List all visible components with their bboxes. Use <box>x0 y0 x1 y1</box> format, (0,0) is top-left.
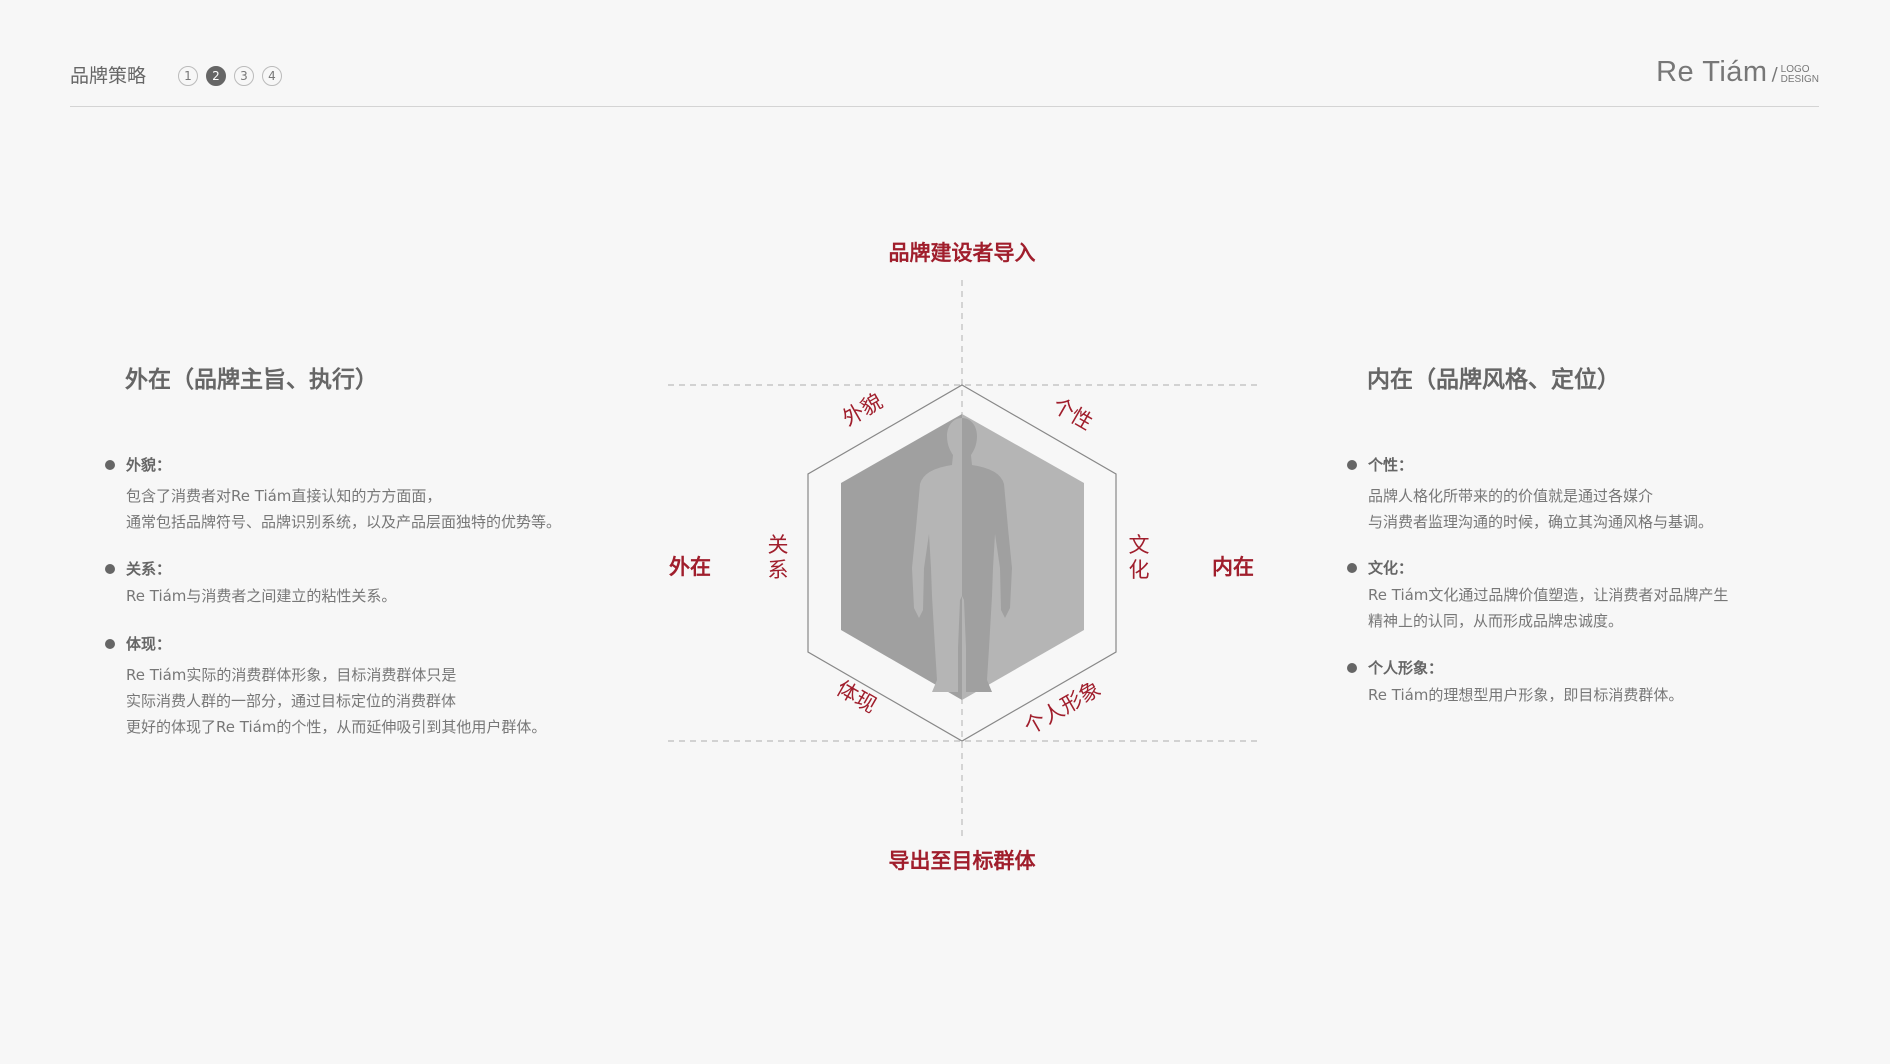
bullet-icon <box>105 639 115 649</box>
left-item-appearance: 外貌： 包含了消费者对Re Tiám直接认知的方方面面， 通常包括品牌符号、品牌… <box>105 455 561 535</box>
item-label: 外貌： <box>126 456 172 474</box>
right-heading: 内在（品牌风格、定位） <box>1367 367 1620 393</box>
bullet-icon <box>1347 563 1357 573</box>
diagram-top-label: 品牌建设者导入 <box>889 241 1036 265</box>
item-body: Re Tiám实际的消费群体形象，目标消费群体只是 实际消费人群的一部分，通过目… <box>126 662 546 740</box>
item-label: 个性： <box>1368 456 1414 474</box>
body-line: 包含了消费者对Re Tiám直接认知的方方面面， <box>126 487 442 505</box>
body-line: 品牌人格化所带来的的价值就是通过各媒介 <box>1368 487 1654 505</box>
right-item-culture: 文化： Re Tiám文化通过品牌价值塑造，让消费者对品牌产生 精神上的认同，从… <box>1347 558 1728 634</box>
logo-sub-line1: LOGO <box>1780 63 1810 75</box>
logo-subtitle: LOGO DESIGN <box>1780 63 1819 85</box>
edge-label-personality: 个性 <box>1048 393 1096 435</box>
right-item-personality: 个性： 品牌人格化所带来的的价值就是通过各媒介 与消费者监理沟通的时候，确立其沟… <box>1347 455 1713 535</box>
edge-label-relation-2: 系 <box>768 558 789 582</box>
bullet-icon <box>1347 460 1357 470</box>
logo-name: Re Tiám <box>1656 56 1768 88</box>
diagram-right-label: 内在 <box>1212 555 1254 579</box>
diagram-left-label: 外在 <box>669 555 711 579</box>
item-body: Re Tiám的理想型用户形象，即目标消费群体。 <box>1368 682 1683 708</box>
human-silhouette-icon <box>912 418 1012 692</box>
step-indicator: 1 2 3 4 <box>178 66 282 86</box>
body-line: 通常包括品牌符号、品牌识别系统，以及产品层面独特的优势等。 <box>126 513 562 531</box>
left-item-embodiment: 体现： Re Tiám实际的消费群体形象，目标消费群体只是 实际消费人群的一部分… <box>105 634 546 740</box>
body-line: 更好的体现了Re Tiám的个性，从而延伸吸引到其他用户群体。 <box>126 718 547 736</box>
left-item-relation: 关系： Re Tiám与消费者之间建立的粘性关系。 <box>105 559 396 609</box>
edge-label-appearance: 外貌 <box>838 389 886 431</box>
logo-sub-line2: DESIGN <box>1780 73 1819 85</box>
step-4[interactable]: 4 <box>262 66 282 86</box>
bullet-icon <box>105 460 115 470</box>
edge-label-embodiment: 体现 <box>832 676 880 718</box>
brand-logo: Re Tiám / LOGO DESIGN <box>1656 56 1819 89</box>
body-line: 与消费者监理沟通的时候，确立其沟通风格与基调。 <box>1368 513 1714 531</box>
body-line: 精神上的认同，从而形成品牌忠诚度。 <box>1368 612 1624 630</box>
step-2-active[interactable]: 2 <box>206 66 226 86</box>
bullet-icon <box>105 564 115 574</box>
body-line: Re Tiám与消费者之间建立的粘性关系。 <box>126 587 397 605</box>
item-label: 关系： <box>126 560 172 578</box>
body-line: Re Tiám文化通过品牌价值塑造，让消费者对品牌产生 <box>1368 586 1729 604</box>
header-divider <box>70 106 1819 107</box>
body-line: Re Tiám实际的消费群体形象，目标消费群体只是 <box>126 666 457 684</box>
body-line: Re Tiám的理想型用户形象，即目标消费群体。 <box>1368 686 1684 704</box>
diagram-bottom-label: 导出至目标群体 <box>889 849 1037 873</box>
body-line: 实际消费人群的一部分，通过目标定位的消费群体 <box>126 692 457 710</box>
edge-label-culture-2: 化 <box>1129 558 1150 582</box>
bullet-icon <box>1347 663 1357 673</box>
edge-label-relation-1: 关 <box>768 533 789 557</box>
item-label: 个人形象： <box>1368 659 1444 677</box>
item-body: 包含了消费者对Re Tiám直接认知的方方面面， 通常包括品牌符号、品牌识别系统… <box>126 483 561 535</box>
step-3[interactable]: 3 <box>234 66 254 86</box>
item-label: 体现： <box>126 635 172 653</box>
edge-label-culture-1: 文 <box>1129 533 1150 557</box>
right-item-personal-image: 个人形象： Re Tiám的理想型用户形象，即目标消费群体。 <box>1347 658 1683 708</box>
edge-label-personal-image: 个人形象 <box>1020 677 1105 740</box>
item-label: 文化： <box>1368 559 1414 577</box>
item-body: Re Tiám文化通过品牌价值塑造，让消费者对品牌产生 精神上的认同，从而形成品… <box>1368 582 1728 634</box>
page-section-title: 品牌策略 <box>70 65 147 87</box>
left-heading: 外在（品牌主旨、执行） <box>125 367 378 393</box>
logo-slash: / <box>1771 64 1778 85</box>
item-body: 品牌人格化所带来的的价值就是通过各媒介 与消费者监理沟通的时候，确立其沟通风格与… <box>1368 483 1713 535</box>
step-1[interactable]: 1 <box>178 66 198 86</box>
outer-hexagon <box>807 384 1117 742</box>
item-body: Re Tiám与消费者之间建立的粘性关系。 <box>126 583 396 609</box>
